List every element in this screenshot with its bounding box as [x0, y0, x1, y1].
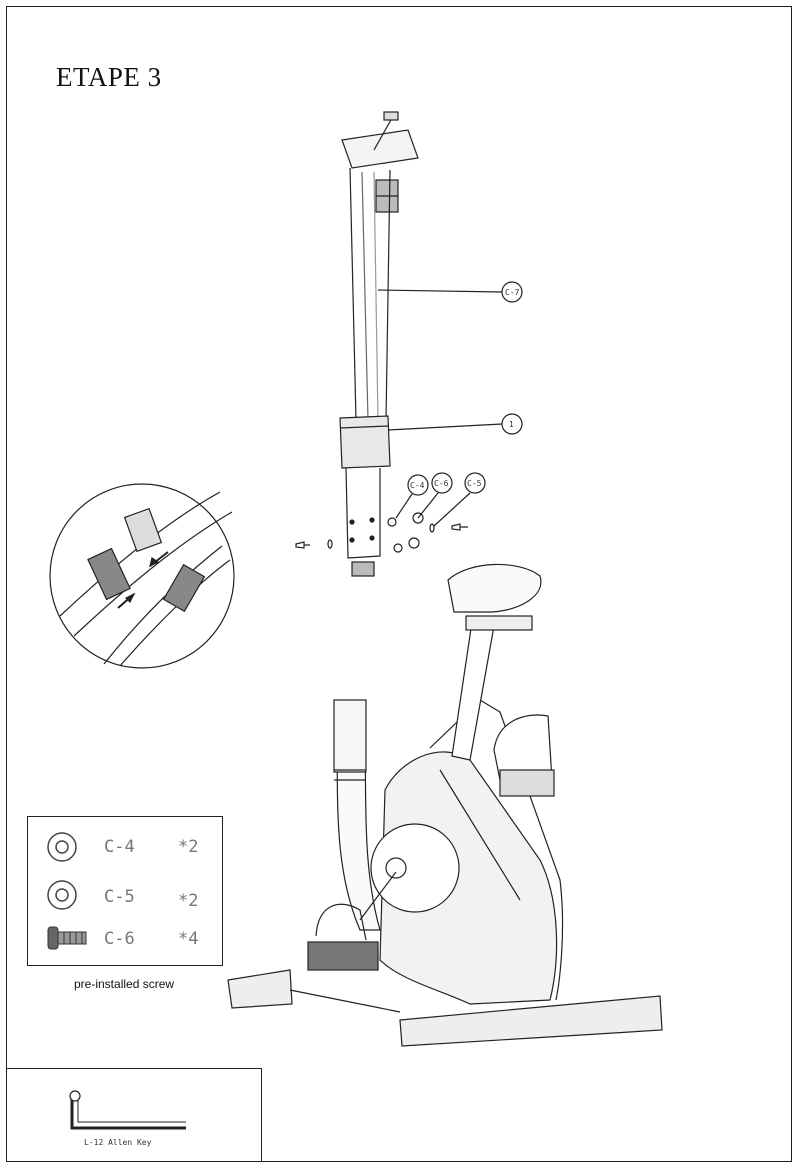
screw-icon [47, 926, 87, 950]
parts-caption: pre-installed screw [74, 977, 175, 991]
washer-icon [47, 880, 77, 910]
part-code: C-5 [104, 887, 135, 907]
part-code: C-4 [104, 837, 135, 857]
allen-key-drawing [69, 1090, 186, 1130]
callout-post: C-7 [505, 288, 520, 297]
part-code: C-6 [104, 929, 135, 949]
connector-detail [49, 483, 235, 669]
exercise-bike [227, 563, 663, 1047]
tool-box [6, 1068, 262, 1162]
tool-label: L-12 Allen Key [84, 1138, 152, 1147]
part-qty: *2 [178, 837, 199, 857]
console-post [341, 111, 419, 421]
part-qty: *4 [178, 929, 199, 949]
callout-washer-c: C-5 [467, 479, 482, 488]
part-qty: *2 [178, 891, 199, 911]
callout-washer-b: C-6 [434, 479, 449, 488]
callout-washer-a: C-4 [410, 481, 425, 490]
post-sleeve [339, 415, 391, 469]
callout-sleeve: 1 [509, 420, 514, 429]
step-title: ETAPE 3 [56, 62, 162, 92]
parts-list: C-4 *2 C-5 *2 C-6 *4 [27, 816, 223, 966]
washer-icon [47, 832, 77, 862]
page-frame [6, 6, 792, 1162]
